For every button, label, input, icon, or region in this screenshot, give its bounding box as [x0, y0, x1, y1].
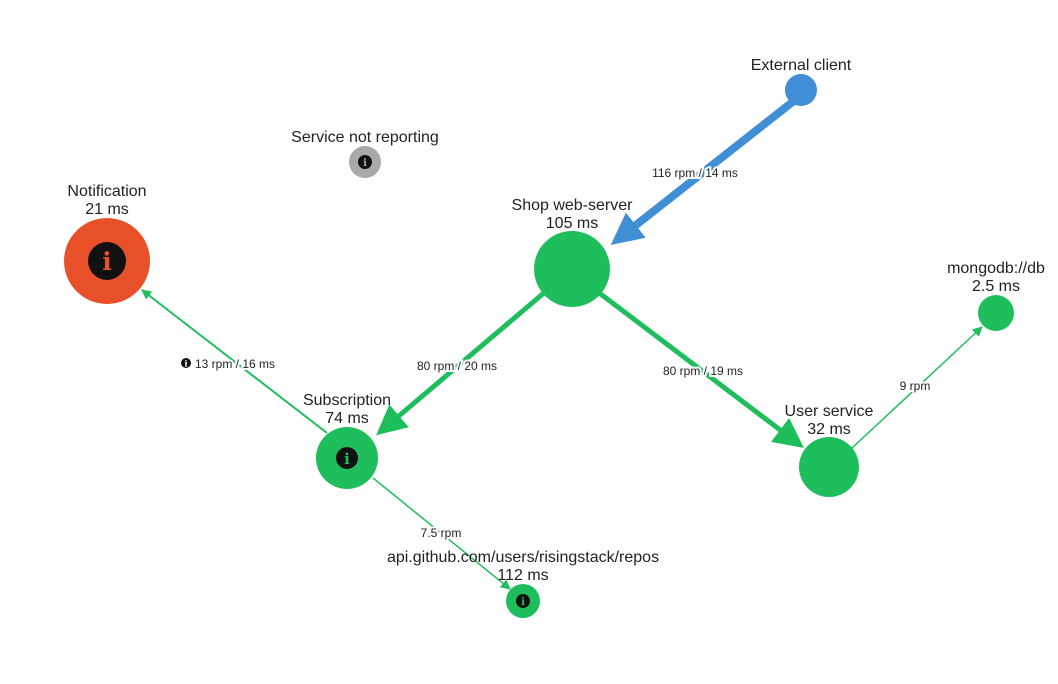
node-mongodb[interactable]: mongodb://db 2.5 ms [947, 260, 1045, 331]
edge-label-text: 13 rpm / 16 ms [195, 357, 275, 371]
edge-user-service-to-mongodb[interactable] [851, 326, 983, 449]
info-icon [88, 242, 126, 280]
node-latency: 32 ms [807, 421, 851, 438]
edge-label-user-service-to-mongodb: 9 rpm [900, 379, 931, 393]
node-name: User service [785, 403, 874, 420]
info-icon [358, 155, 372, 169]
edge-subscription-to-notification[interactable] [141, 289, 328, 434]
info-icon-glyph: i [344, 450, 350, 468]
warning-info-icon [181, 358, 191, 368]
edge-label-client-to-shop: 116 rpm / 14 ms [652, 166, 738, 180]
node-latency: 74 ms [325, 410, 369, 427]
node-name: api.github.com/users/risingstack/repos [387, 549, 659, 566]
edge-client-to-shop[interactable] [610, 96, 798, 245]
node-user-service[interactable]: User service 32 ms [785, 403, 874, 497]
node-latency: 112 ms [497, 567, 548, 584]
edge-label-subscription-to-github: 7.5 rpm [421, 526, 462, 540]
info-icon [336, 447, 358, 469]
node-name: Notification [67, 183, 146, 200]
edge-label-shop-to-subscription: 80 rpm / 20 ms [417, 359, 497, 373]
warning-info-glyph: i [184, 359, 187, 369]
node-shop-web-server[interactable]: Shop web-server 105 ms [512, 197, 634, 307]
info-icon-glyph: i [102, 247, 112, 276]
edge-subscription-to-github[interactable] [372, 477, 511, 590]
node-external-client[interactable]: External client [751, 57, 852, 106]
node-latency: 21 ms [85, 201, 129, 218]
node-name: Shop web-server [512, 197, 634, 214]
edge-shop-to-subscription[interactable] [376, 290, 547, 436]
node-name: Subscription [303, 392, 391, 409]
info-icon-glyph: i [521, 597, 525, 608]
info-icon-glyph: i [363, 158, 367, 169]
node-github-api[interactable]: i api.github.com/users/risingstack/repos… [387, 549, 659, 618]
info-icon [516, 594, 530, 608]
node-notification[interactable]: i Notification 21 ms [64, 183, 150, 304]
node-name: mongodb://db [947, 260, 1045, 277]
edge-shop-to-user-service[interactable] [596, 290, 804, 449]
node-latency: 2.5 ms [972, 278, 1020, 295]
node-subscription[interactable]: i Subscription 74 ms [303, 392, 391, 489]
edge-label-subscription-to-notification: i 13 rpm / 16 ms [181, 355, 277, 373]
node-name: External client [751, 57, 852, 74]
node-name: Service not reporting [291, 129, 439, 146]
edge-label-shop-to-user-service: 80 rpm / 19 ms [663, 364, 743, 378]
node-service-not-reporting[interactable]: i Service not reporting [291, 129, 439, 178]
node-latency: 105 ms [546, 215, 598, 232]
